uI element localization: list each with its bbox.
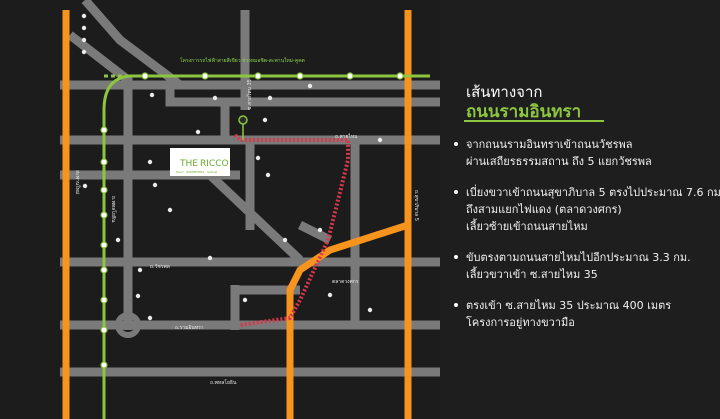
step-line: เลี้ยวซ้ายเข้าถนนสายไหม (466, 220, 588, 233)
project-logo-name: RICCO (200, 159, 229, 169)
step-line: จากถนนรามอินทราเข้าถนนวัชรพล (466, 138, 633, 151)
step-line: เลี้ยวขวาเข้า ซ.สายไหม 35 (466, 268, 598, 281)
direction-step: เบี่ยงขวาเข้าถนนสุขาภิบาล 5 ตรงไปประมาณ … (454, 184, 720, 235)
label-sai-mai: ถ.สายไหม (335, 133, 358, 140)
directions-subheading: ถนนรามอินทรา (466, 102, 582, 122)
road-network (60, 0, 440, 377)
bullet-icon (454, 190, 458, 194)
label-sukhaphiban5: ถ.สุขาภิบาล 5 (413, 190, 420, 221)
label-wongsakorn: ตลาดวงศกร (332, 279, 359, 285)
highway-connector (286, 221, 410, 419)
label-watcharaphon: ถ.วัชรพล (150, 264, 170, 270)
project-logo: THE RICCO Town · RAMINTHRA · Saimai (170, 148, 230, 176)
map-background (0, 0, 440, 419)
label-saphan-mai: สะพานใหม่ (74, 170, 81, 194)
highway-network (62, 10, 412, 419)
road-phahon-yothin (67, 31, 133, 330)
label-green-line-note: โครงการรถไฟฟ้าสายสีเขียว ช่วงหมอชิต-สะพา… (180, 57, 305, 64)
project-logo-the: THE (179, 159, 198, 169)
direction-step: ขับตรงตามถนนสายไหมไปอีกประมาณ 3.3 กม. เล… (454, 249, 716, 283)
label-phahon-yothin: ถ.พหลโยธิน (110, 196, 117, 223)
directions-steps: จากถนนรามอินทราเข้าถนนวัชรพล ผ่านเสถียรธ… (454, 136, 720, 345)
bullet-icon (454, 303, 458, 307)
road-stub (297, 220, 333, 245)
roundabout (115, 312, 141, 338)
step-line: ถึงสามแยกไฟแดง (ตลาดวงศกร) (466, 203, 622, 216)
directions-heading: เส้นทางจาก (466, 83, 543, 101)
direction-step: จากถนนรามอินทราเข้าถนนวัชรพล ผ่านเสถียรธ… (454, 136, 716, 170)
project-logo-box (170, 148, 230, 176)
step-line: โครงการอยู่ทางขวามือ (466, 316, 575, 329)
bts-stations (100, 72, 404, 369)
project-logo-tagline: Town · RAMINTHRA · Saimai (175, 170, 217, 174)
step-line: ผ่านเสถียรธรรมสถาน ถึง 5 แยกวัชรพล (466, 155, 652, 168)
step-line: ตรงเข้า ซ.สายไหม 35 ประมาณ 400 เมตร (466, 299, 672, 312)
step-line: เบี่ยงขวาเข้าถนนสุขาภิบาล 5 ตรงไปประมาณ … (466, 186, 720, 199)
bts-green-line (100, 72, 430, 419)
road-upper-diagonal (81, 0, 183, 89)
bullet-icon (454, 255, 458, 259)
route-map: ซ.สายไหม 35 ถ.สายไหม โครงการรถไฟฟ้าสายสี… (0, 0, 440, 419)
bullet-icon (454, 142, 458, 146)
label-phahon-road: ถ.พหลโยธิน (210, 379, 237, 386)
step-line: ขับตรงตามถนนสายไหมไปอีกประมาณ 3.3 กม. (466, 251, 691, 264)
heading-divider (464, 120, 604, 122)
direction-step: ตรงเข้า ซ.สายไหม 35 ประมาณ 400 เมตร โครง… (454, 297, 716, 331)
road-diagonal-mid (206, 171, 304, 264)
label-soi-35: ซ.สายไหม 35 (246, 79, 253, 110)
road-north-east (165, 85, 440, 107)
bts-line-path (102, 74, 430, 419)
route-path (233, 133, 350, 327)
label-ramintra: ถ.รามอินทรา (175, 324, 204, 331)
map-poi-markers (81, 13, 383, 321)
project-pin (238, 115, 248, 140)
